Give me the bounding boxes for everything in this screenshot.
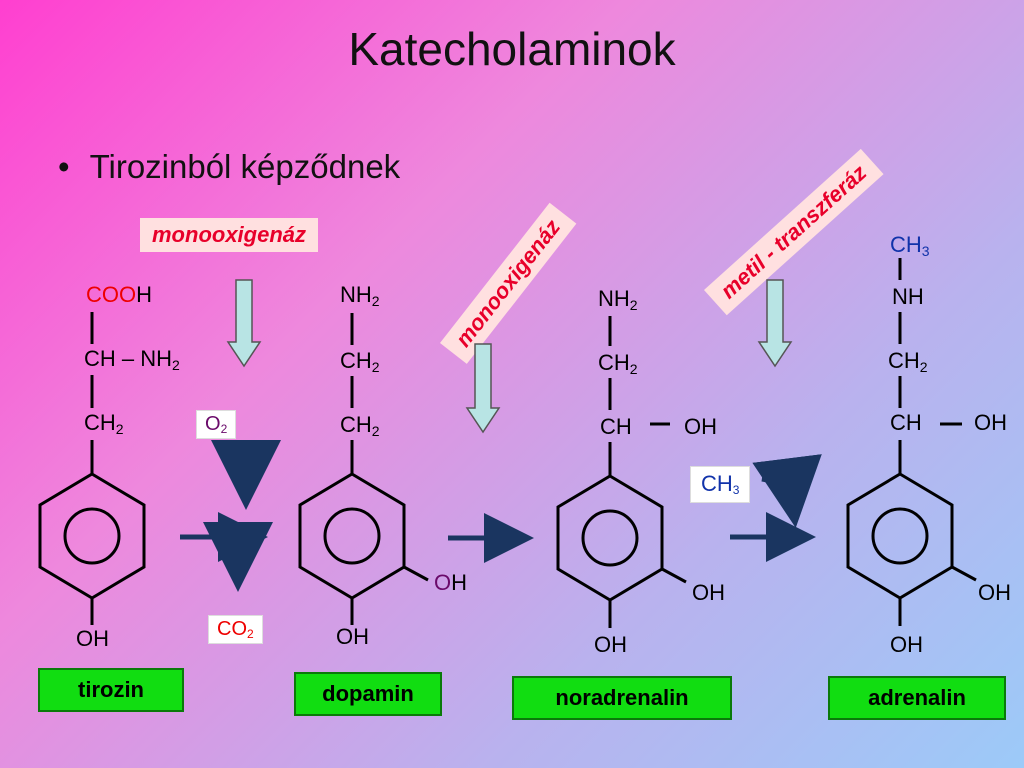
bullet-text: Tirozinból képződnek bbox=[89, 148, 401, 185]
dopamin-nh2-label: NH2 bbox=[340, 282, 380, 309]
dopamin-ring-oh-label: OH bbox=[434, 570, 468, 595]
tirozin-oh-label: OH bbox=[76, 626, 109, 651]
tirozin-ch-nh2-label: CH – NH2 bbox=[84, 346, 180, 373]
adrenalin-ch3-label: CH3 bbox=[890, 232, 930, 259]
tirozin-name-box: tirozin bbox=[38, 668, 184, 712]
dopamin-name-box: dopamin bbox=[294, 672, 442, 716]
adrenalin-name-box: adrenalin bbox=[828, 676, 1006, 720]
dopamin-oh-label: OH bbox=[336, 624, 369, 649]
adrenalin-structure bbox=[846, 258, 977, 626]
enzyme-label-monooxigenaz-1: monooxigenáz bbox=[140, 218, 319, 252]
bullet-dot-icon: • bbox=[58, 148, 70, 185]
o2-cofactor-box: O2 bbox=[196, 410, 237, 439]
dopamin-ch2b-label: CH2 bbox=[340, 412, 380, 439]
adrenalin-ring-oh2-label: OH bbox=[890, 632, 923, 657]
down-arrow-3-icon bbox=[757, 279, 793, 368]
adrenalin-ch-label: CH bbox=[890, 410, 922, 435]
co2-cofactor-box: CO2 bbox=[208, 615, 263, 644]
down-arrow-1-icon bbox=[226, 279, 262, 368]
curved-arrow-o2-in-icon bbox=[210, 439, 281, 510]
page-title: Katecholaminok bbox=[348, 23, 676, 75]
noradrenalin-structure bbox=[556, 316, 687, 628]
adrenalin-nh-label: NH bbox=[892, 284, 924, 309]
ch3-cofactor-box: CH3 bbox=[690, 466, 751, 503]
tirozin-structure bbox=[38, 312, 146, 625]
noradrenalin-side-oh-label: OH bbox=[684, 414, 717, 439]
noradrenalin-name-box: noradrenalin bbox=[512, 676, 732, 720]
adrenalin-side-oh-label: OH bbox=[974, 410, 1007, 435]
dopamin-ch2a-label: CH2 bbox=[340, 348, 380, 375]
noradrenalin-ch2-label: CH2 bbox=[598, 350, 638, 377]
tirozin-ch2-label: CH2 bbox=[84, 410, 124, 437]
down-arrow-2-icon bbox=[465, 343, 501, 434]
adrenalin-ring-oh1-label: OH bbox=[978, 580, 1011, 605]
tirozin-cooh-label: COOH bbox=[86, 282, 153, 307]
dopamin-structure bbox=[298, 313, 429, 625]
noradrenalin-ring-oh1-label: OH bbox=[692, 580, 725, 605]
noradrenalin-ring-oh2-label: OH bbox=[594, 632, 627, 657]
noradrenalin-ch-label: CH bbox=[600, 414, 632, 439]
adrenalin-ch2-label: CH2 bbox=[888, 348, 928, 375]
bullet-point: • Tirozinból képződnek bbox=[58, 148, 400, 186]
curved-arrow-ch3-in-icon bbox=[752, 454, 822, 528]
noradrenalin-nh2-label: NH2 bbox=[598, 286, 638, 313]
curved-arrow-co2-out-icon bbox=[202, 521, 273, 592]
